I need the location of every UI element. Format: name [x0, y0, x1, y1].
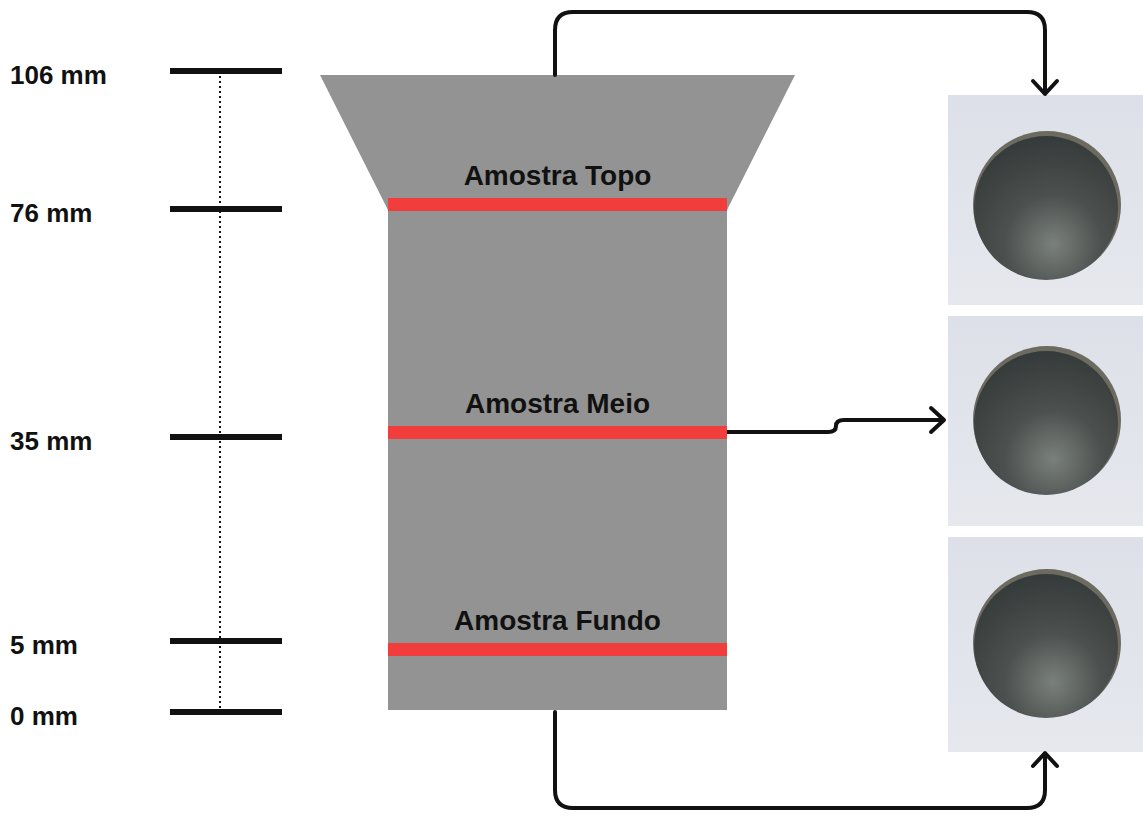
- sample-band: Amostra Fundo: [388, 605, 727, 656]
- scale-tick: [170, 709, 282, 715]
- scale-tick: [170, 434, 282, 440]
- leader-arrow: [555, 712, 1045, 808]
- sample-cut-line: [388, 426, 727, 439]
- sample-label: Amostra Meio: [388, 388, 727, 420]
- sample-cut-line: [388, 643, 727, 656]
- dimension-label: 76 mm: [10, 199, 92, 228]
- scale-tick: [170, 206, 282, 212]
- arrow-head: [1033, 753, 1057, 766]
- dimension-label: 106 mm: [10, 61, 107, 90]
- scale-tick: [170, 638, 282, 644]
- disc-rim: [973, 131, 1121, 279]
- scale-ticks: [170, 68, 282, 715]
- disc-rim: [973, 569, 1121, 717]
- sample-photo: [948, 537, 1143, 752]
- sample-disc: [974, 351, 1118, 495]
- scale-axis: [219, 71, 221, 712]
- sample-photo: [948, 316, 1143, 526]
- leader-arrow: [555, 12, 1045, 93]
- photo-ground: [948, 316, 1143, 526]
- sample-photo: [948, 95, 1143, 305]
- arrow-head: [931, 408, 944, 432]
- sample-disc: [974, 136, 1118, 280]
- photo-ground: [948, 537, 1143, 752]
- sample-disc: [974, 574, 1118, 718]
- photo-ground: [948, 95, 1143, 305]
- sample-cut-line: [388, 198, 727, 211]
- sample-band: Amostra Topo: [388, 160, 727, 211]
- sample-label: Amostra Topo: [388, 160, 727, 192]
- dimension-label: 0 mm: [10, 702, 78, 731]
- dimension-label: 5 mm: [10, 631, 78, 660]
- leader-arrow: [727, 420, 943, 432]
- dimension-label: 35 mm: [10, 427, 92, 456]
- specimen-shape: [320, 75, 795, 710]
- sample-label: Amostra Fundo: [388, 605, 727, 637]
- disc-rim: [973, 346, 1121, 494]
- arrow-head: [1033, 81, 1057, 94]
- scale-tick: [170, 68, 282, 74]
- sample-band: Amostra Meio: [388, 388, 727, 439]
